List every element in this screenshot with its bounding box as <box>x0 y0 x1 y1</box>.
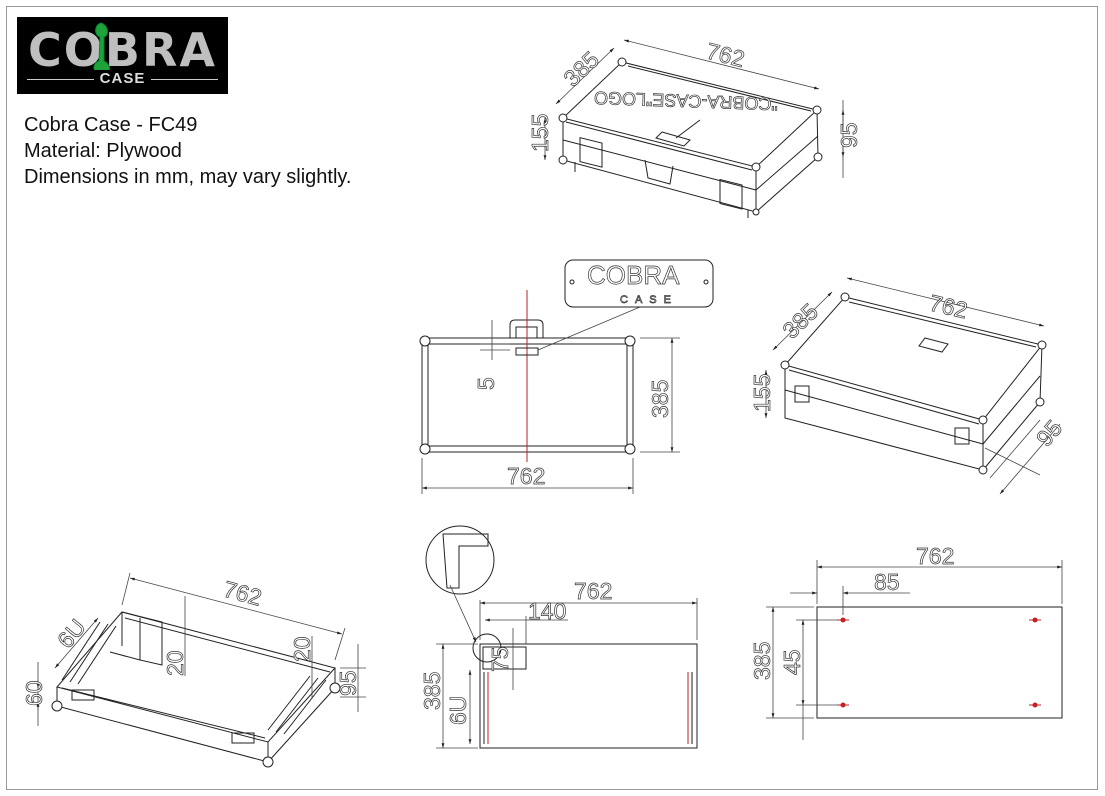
top-iso-logo-note: "COBRA-CASE"LOGO <box>594 88 778 114</box>
top-iso-base-height: 95 <box>836 122 862 148</box>
plan-offset: 5 <box>473 377 499 390</box>
closed-case-iso-view: 762 385 155 95 "COBRA-CASE"LOGO <box>527 37 862 218</box>
material-label: Material: Plywood <box>24 140 182 162</box>
open-iso-height: 95 <box>335 670 361 696</box>
plan-logo-text: COBRA <box>587 260 680 290</box>
top-iso-depth: 385 <box>558 46 604 91</box>
section-tray-width: 140 <box>528 598 566 624</box>
bottom-feet-view: 762 85 385 45 <box>749 543 1063 740</box>
open-base-iso-view: 762 6U 60 20 20 95 <box>21 572 366 768</box>
section-depth: 385 <box>419 672 445 710</box>
plan-depth: 385 <box>647 380 673 418</box>
top-iso-lid-height: 155 <box>527 114 553 152</box>
open-iso-rack: 6U <box>52 614 91 653</box>
open-iso-rail-left: 20 <box>162 650 188 676</box>
drawing-info: Cobra Case - FC49 Material: Plywood Dime… <box>24 112 351 190</box>
logo-brand: COBRA <box>28 23 217 77</box>
cobra-case-logo: COBRA CASE <box>17 17 228 94</box>
top-iso-length: 762 <box>704 38 748 73</box>
sheet-border <box>6 6 1098 790</box>
dimensions-note: Dimensions in mm, may vary slightly. <box>24 166 352 188</box>
section-tray-height: 75 <box>487 646 513 672</box>
section-rack: 6U <box>445 696 471 725</box>
open-iso-rail-right: 20 <box>289 636 315 662</box>
right-iso-lid-height: 155 <box>749 374 775 412</box>
right-iso-depth: 385 <box>777 298 823 343</box>
plan-length: 762 <box>507 463 545 489</box>
section-view: 762 140 75 385 6U <box>419 525 698 749</box>
product-title: Cobra Case - FC49 <box>24 114 198 136</box>
logo-sub: CASE <box>93 70 152 87</box>
feet-offset-y: 45 <box>779 649 805 675</box>
open-iso-base: 60 <box>21 680 47 706</box>
right-iso-base-height: 95 <box>1031 415 1067 451</box>
section-length: 762 <box>574 578 612 604</box>
feet-depth: 385 <box>749 642 775 680</box>
foot-markers <box>837 617 1041 708</box>
feet-offset-x: 85 <box>874 569 900 595</box>
closed-case-iso-view-2: 762 385 155 95 <box>749 277 1068 495</box>
plan-logo-sub: CASE <box>620 294 678 306</box>
plan-view: COBRA CASE 762 385 5 <box>419 259 714 494</box>
open-iso-length: 762 <box>221 576 265 611</box>
feet-length: 762 <box>916 543 954 569</box>
